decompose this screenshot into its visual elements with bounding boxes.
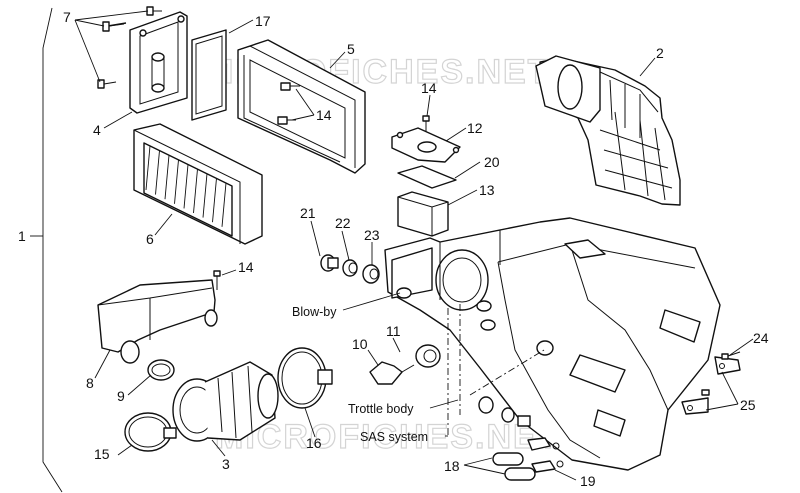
part-6-air-filter <box>133 123 263 245</box>
filter-hatch-line <box>145 145 151 191</box>
callout-14-top: 14 <box>421 80 437 96</box>
part-14-screw-12 <box>422 115 430 132</box>
part-19-clips <box>527 437 564 473</box>
part-8-intake-duct <box>97 279 218 364</box>
callout-1: 1 <box>18 228 26 244</box>
callout-2: 2 <box>656 45 664 61</box>
callout-11: 11 <box>386 323 401 339</box>
callout-25: 25 <box>740 397 756 413</box>
callout-19: 19 <box>580 473 596 489</box>
callout-24: 24 <box>753 330 769 346</box>
callout-10: 10 <box>352 336 368 352</box>
filter-hatch-line <box>174 159 179 204</box>
callout-9: 9 <box>117 388 125 404</box>
label-sas-system: SAS system <box>360 430 428 444</box>
filter-hatch-line <box>212 178 217 223</box>
part-14-screws-upper <box>277 82 300 125</box>
part-17-gasket <box>191 29 227 121</box>
callout-3: 3 <box>222 456 230 472</box>
filter-hatch-line <box>202 173 208 218</box>
callout-5: 5 <box>347 41 355 57</box>
filter-hatch-line <box>221 182 227 227</box>
filter-hatch <box>145 145 227 227</box>
callout-23: 23 <box>364 227 380 243</box>
callout-8: 8 <box>86 375 94 391</box>
part-22-grommet <box>342 259 358 277</box>
filter-hatch-line <box>183 164 189 209</box>
callout-17: 17 <box>255 13 271 29</box>
part-4-cover-plate <box>129 11 188 114</box>
grommets-lower <box>478 396 531 427</box>
part-12-cap-plate <box>391 127 461 163</box>
part-10-sensor <box>369 361 415 385</box>
callout-7: 7 <box>63 9 71 25</box>
part-7-screws <box>97 6 162 89</box>
watermark-bottom: MICROFICHES.NET <box>215 418 560 456</box>
part-9-clamp <box>147 359 175 381</box>
main-airbox <box>384 217 721 471</box>
callout-21: 21 <box>300 205 316 221</box>
label-blow-by: Blow-by <box>292 305 337 319</box>
callout-12: 12 <box>467 120 483 136</box>
leader-lines <box>74 10 754 481</box>
callout-16: 16 <box>306 435 322 451</box>
part-24-screw <box>721 351 741 360</box>
callout-15: 15 <box>94 446 110 462</box>
part-21-plug <box>320 254 339 272</box>
callout-13: 13 <box>479 182 495 198</box>
filter-hatch-line <box>155 150 160 195</box>
part-2-intake-snorkel <box>535 55 681 206</box>
part-11-grommet <box>415 344 441 368</box>
callout-6: 6 <box>146 231 154 247</box>
callout-14-cover: 14 <box>316 107 332 123</box>
callout-14-duct: 14 <box>238 259 254 275</box>
part-23-grommet <box>362 264 380 284</box>
callout-20: 20 <box>484 154 500 170</box>
part-18-hoses <box>492 452 536 481</box>
callout-22: 22 <box>335 215 351 231</box>
part-14-screw-8 <box>213 270 221 290</box>
filter-hatch-line <box>193 168 198 214</box>
label-throttle-body: Trottle body <box>348 402 414 416</box>
part-16-clamp <box>277 347 333 409</box>
part-13-foam-block <box>397 191 449 237</box>
part-5-housing-cover <box>237 39 366 174</box>
assembly-bracket <box>42 7 63 493</box>
filter-hatch-line <box>164 155 170 200</box>
part-15-large-clamp <box>124 412 177 452</box>
part-25-brackets <box>681 356 741 415</box>
part-20-seal <box>397 165 457 189</box>
callout-18: 18 <box>444 458 460 474</box>
callout-4: 4 <box>93 122 101 138</box>
part-3-throttle-boot <box>172 361 279 442</box>
